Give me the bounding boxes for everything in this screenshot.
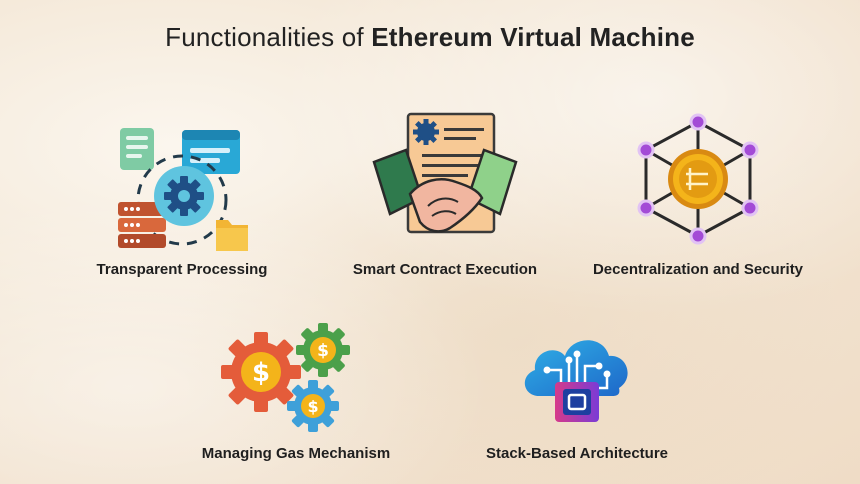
label-decentralization-security: Decentralization and Security (592, 261, 804, 278)
label-stack-based-architecture: Stack-Based Architecture (485, 445, 668, 462)
label-transparent-processing: Transparent Processing (96, 261, 268, 278)
feature-decentralization-security: Decentralization and Security (568, 110, 828, 290)
svg-text:$: $ (317, 341, 329, 361)
cloud-chip-icon (524, 340, 628, 435)
label-smart-contract-execution: Smart Contract Execution (352, 261, 538, 278)
feature-smart-contract-execution: Smart Contract Execution (315, 110, 575, 290)
feature-managing-gas: $ $ (166, 322, 426, 472)
network-coin-icon (637, 113, 759, 245)
title-bold: Ethereum Virtual Machine (371, 22, 695, 52)
handshake-contract-icon (372, 112, 518, 234)
dollar-gears-icon: $ $ (221, 323, 350, 432)
svg-text:$: $ (252, 358, 270, 388)
page-title: Functionalities of Ethereum Virtual Mach… (0, 22, 860, 53)
feature-stack-based-architecture: Stack-Based Architecture (447, 322, 707, 472)
svg-text:$: $ (307, 397, 318, 416)
feature-transparent-processing: Transparent Processing (52, 110, 312, 290)
server-gear-documents-icon (118, 128, 248, 251)
title-prefix: Functionalities of (165, 22, 372, 52)
label-managing-gas: Managing Gas Mechanism (201, 445, 391, 462)
